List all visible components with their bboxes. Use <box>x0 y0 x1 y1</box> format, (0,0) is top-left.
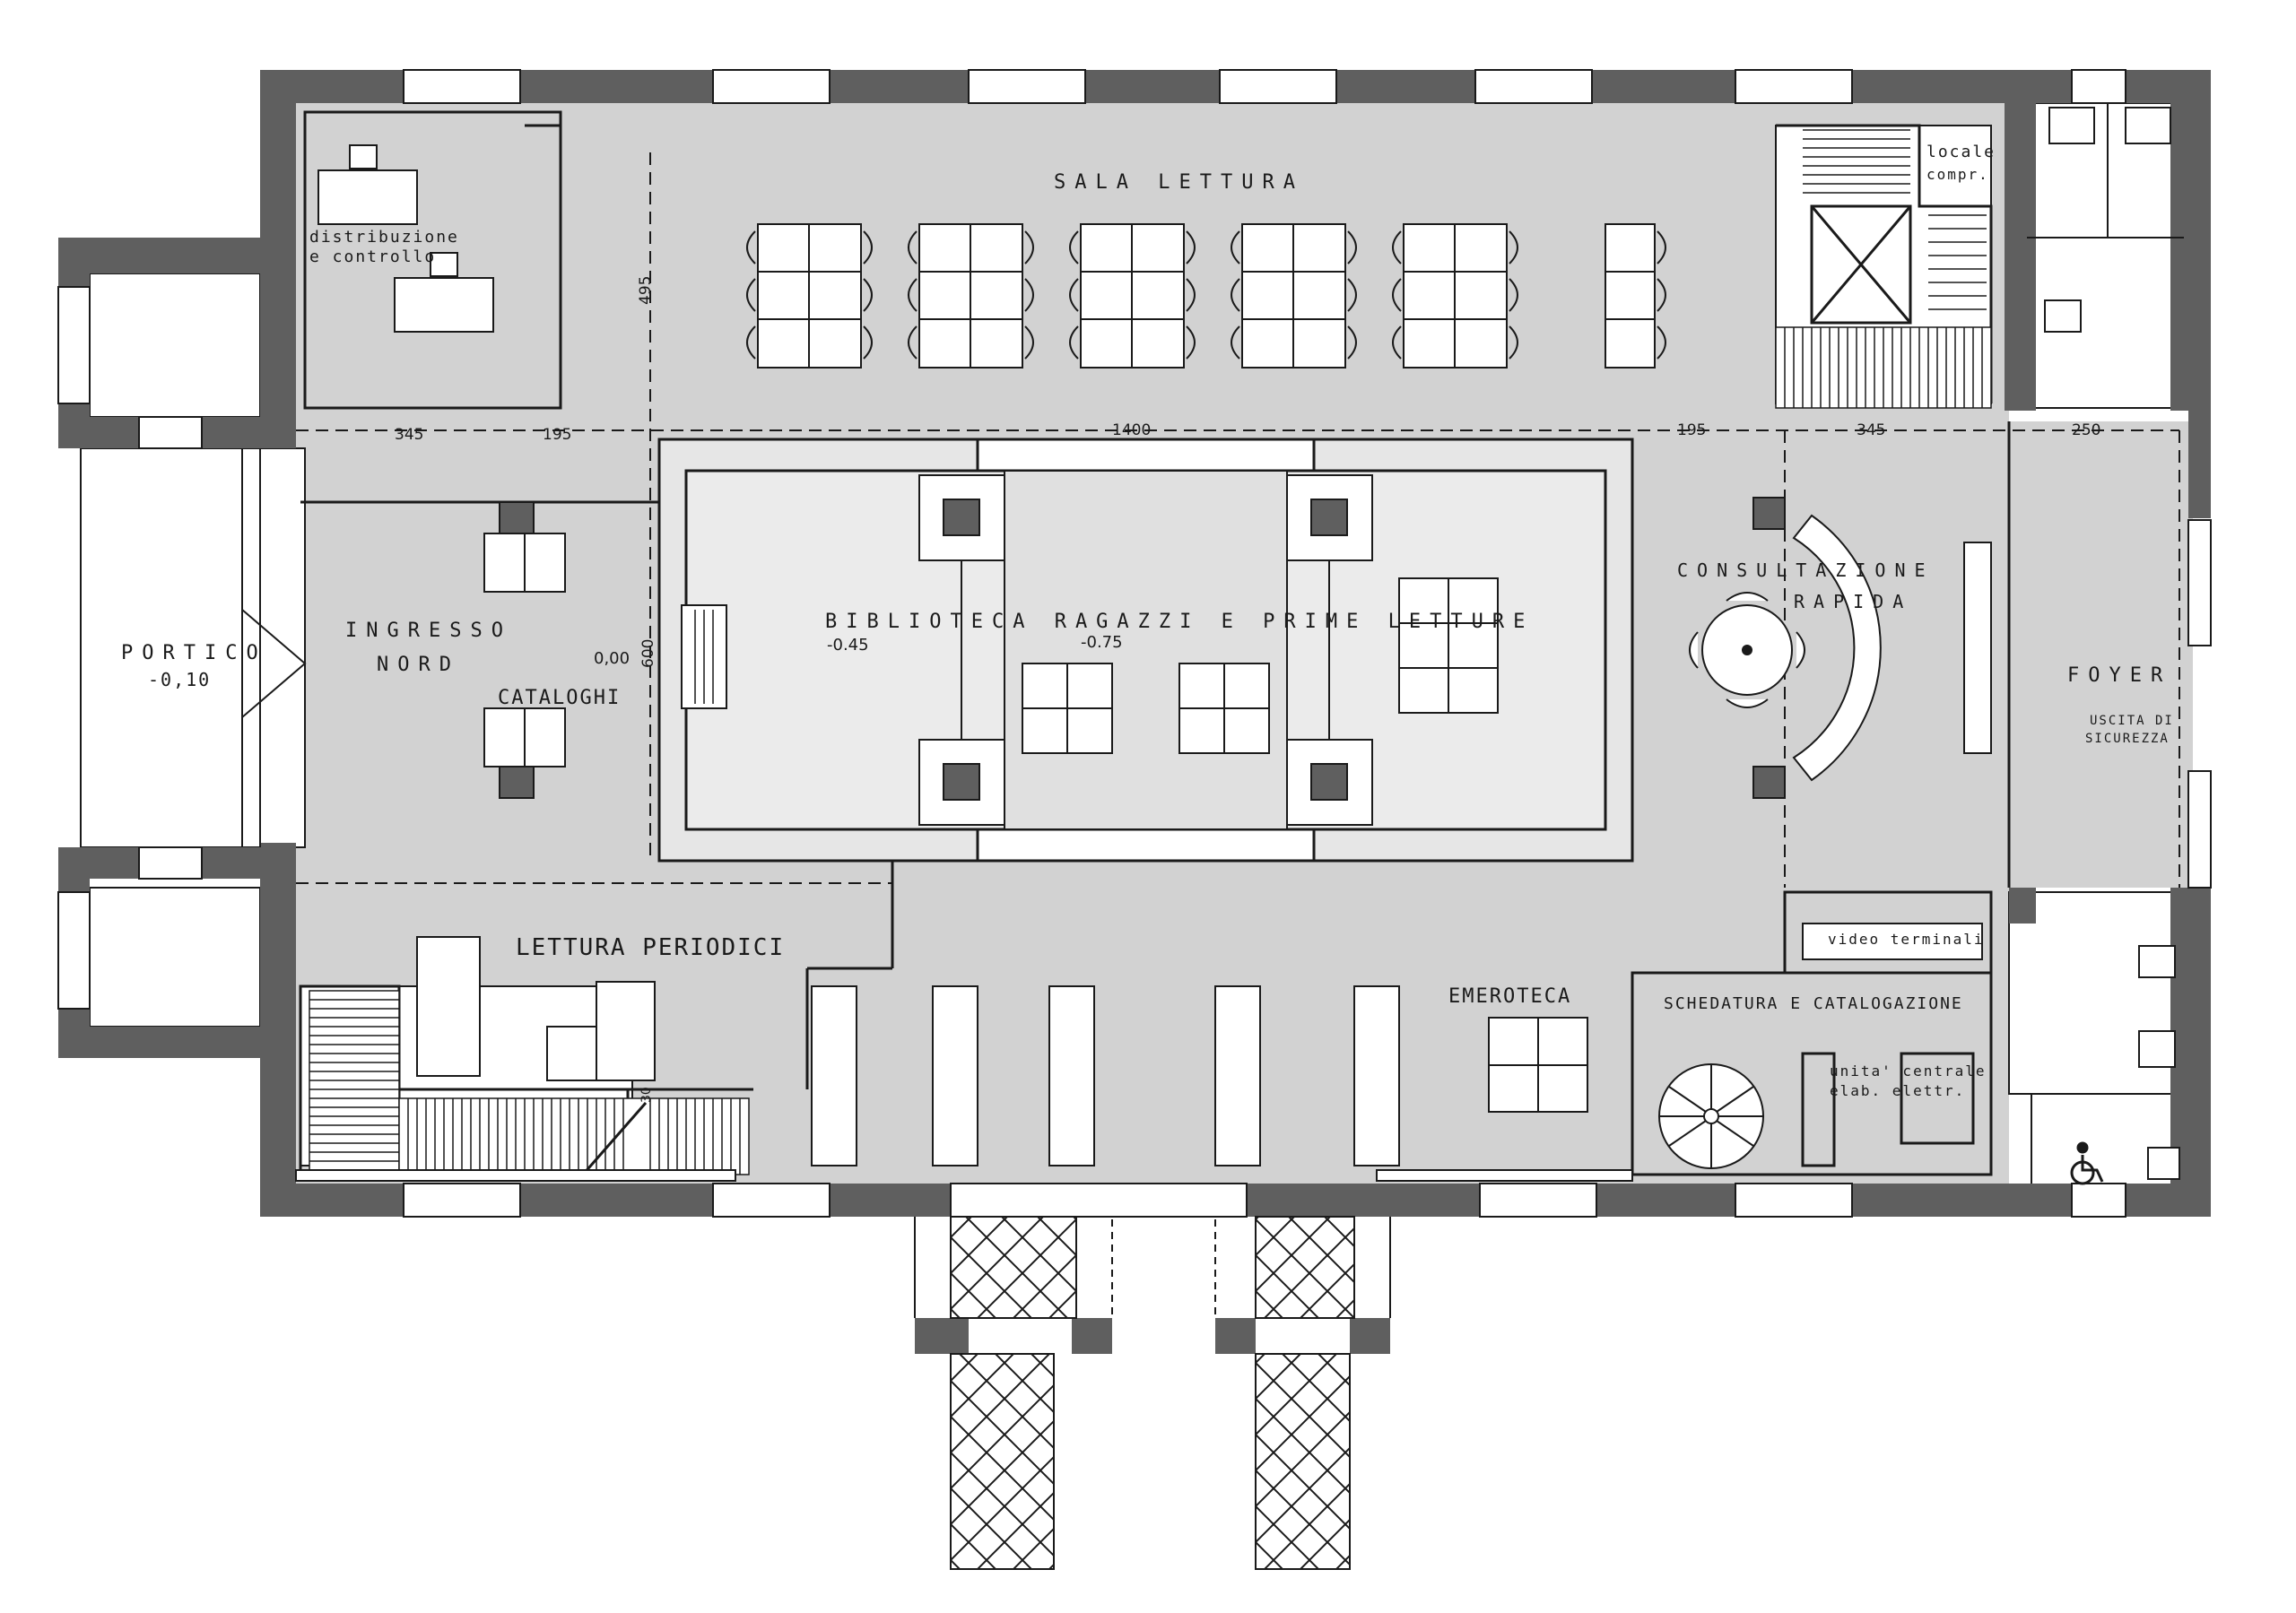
room-label-consultazione: CONSULTAZIONE <box>1677 559 1935 581</box>
room-label-portico: PORTICO <box>121 642 267 664</box>
level-ingresso: 0,00 <box>594 649 630 668</box>
dimension-495: 495 <box>637 276 655 305</box>
office-desks <box>317 144 494 333</box>
room-label-biblioteca: BIBLIOTECA RAGAZZI E PRIME LETTURE <box>825 611 1534 633</box>
room-label-controllo: e controllo <box>309 247 436 266</box>
room-label-cataloghi: CATALOGHI <box>498 687 621 709</box>
spiral-stair <box>1658 1063 1764 1169</box>
dimension-195-right: 195 <box>1677 421 1706 439</box>
stairs-right <box>1775 129 1992 409</box>
room-label-lettura-periodici: LETTURA PERIODICI <box>516 934 785 961</box>
dimension-250: 250 <box>2072 421 2100 439</box>
room-label-schedatura: SCHEDATURA E CATALOGAZIONE <box>1664 994 1963 1013</box>
dimension-345-right: 345 <box>1857 421 1885 439</box>
level-biblioteca-center: -0.75 <box>1081 633 1123 652</box>
room-label-rapida: RAPIDA <box>1794 591 1912 612</box>
periodical-seating <box>416 936 656 1081</box>
exit-label-uscita: USCITA DI <box>2090 714 2174 728</box>
room-label-locale: locale <box>1926 143 1996 161</box>
toilet-fixtures <box>2027 103 2184 1180</box>
room-label-video-terminali: video terminali <box>1828 931 1985 948</box>
dimension-600: 600 <box>639 639 657 668</box>
dimension-345-left: 345 <box>395 426 423 444</box>
display-pillars <box>918 474 1373 826</box>
dimension-195-left: 195 <box>543 426 571 444</box>
dimension-1400: 1400 <box>1112 421 1151 439</box>
round-table <box>1689 497 1992 799</box>
kids-tables <box>1022 577 1499 754</box>
reading-chairs <box>746 230 1666 360</box>
level-portico: -0,10 <box>148 669 211 690</box>
main-entrance <box>914 1216 1391 1570</box>
room-label-distribuzione: distribuzione <box>309 228 459 247</box>
room-label-elab: elab. elettr. <box>1830 1082 1965 1099</box>
level-biblioteca-left: -0.45 <box>827 636 869 655</box>
room-label-emeroteca: EMEROTECA <box>1448 985 1571 1008</box>
reading-tables <box>757 223 1656 369</box>
emeroteca-tables <box>1488 1017 1588 1113</box>
catalog-units <box>483 501 566 799</box>
shelving <box>295 985 1633 1182</box>
wheelchair-icon <box>2070 1141 2104 1185</box>
room-label-nord: NORD <box>377 654 460 676</box>
room-label-compr: compr. <box>1926 166 1989 183</box>
dimension-30: 30 <box>639 1087 654 1103</box>
north-portico <box>80 448 307 847</box>
room-label-foyer: FOYER <box>2067 664 2171 687</box>
windows <box>57 69 2212 1218</box>
room-label-unita-centrale: unita' centrale <box>1830 1062 1987 1080</box>
terminal-desk <box>1802 923 1983 960</box>
room-label-ingresso: INGRESSO <box>345 620 512 642</box>
exit-label-sicurezza: SICUREZZA <box>2085 732 2170 746</box>
room-label-sala-lettura: SALA LETTURA <box>1054 171 1304 194</box>
